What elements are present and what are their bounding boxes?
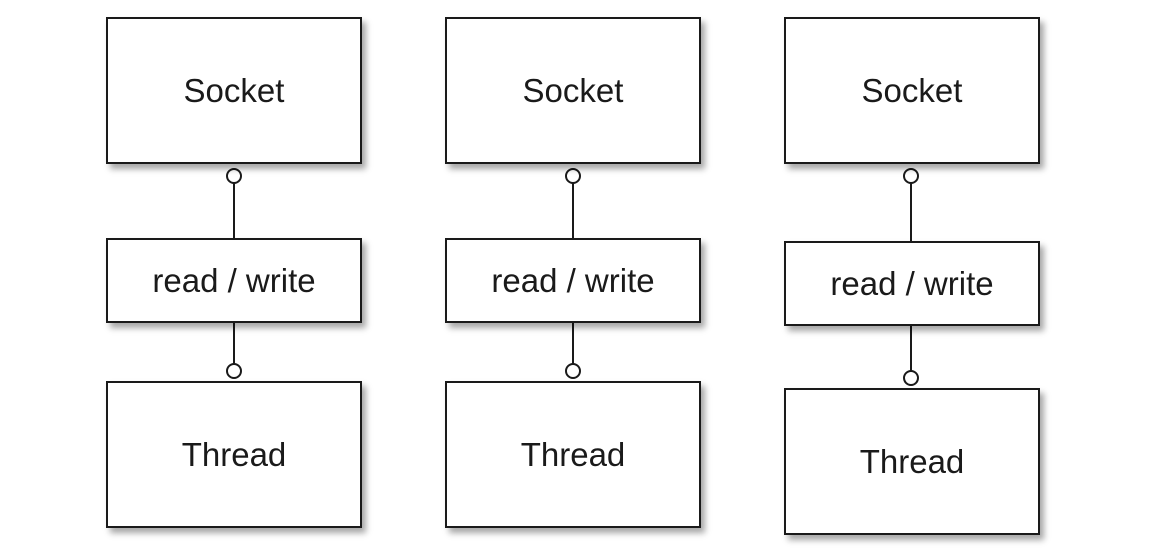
thread-label: Thread	[181, 435, 287, 473]
thread-port-2	[565, 363, 581, 379]
read-write-label: read / write	[152, 261, 316, 299]
thread-box: Thread	[106, 381, 362, 528]
socket-port-3	[903, 168, 919, 184]
read-write-box: read / write	[106, 238, 362, 323]
thread-box: Thread	[784, 388, 1040, 535]
socket-box: Socket	[445, 17, 701, 164]
socket-label: Socket	[861, 71, 963, 109]
socket-port-1	[226, 168, 242, 184]
read-write-box: read / write	[784, 241, 1040, 326]
socket-label: Socket	[522, 71, 624, 109]
read-write-box: read / write	[445, 238, 701, 323]
socket-box: Socket	[784, 17, 1040, 164]
read-write-label: read / write	[830, 264, 994, 302]
socket-box: Socket	[106, 17, 362, 164]
thread-label: Thread	[520, 435, 626, 473]
thread-label: Thread	[859, 442, 965, 480]
read-write-label: read / write	[491, 261, 655, 299]
socket-label: Socket	[183, 71, 285, 109]
socket-port-2	[565, 168, 581, 184]
thread-port-3	[903, 370, 919, 386]
thread-box: Thread	[445, 381, 701, 528]
thread-port-1	[226, 363, 242, 379]
